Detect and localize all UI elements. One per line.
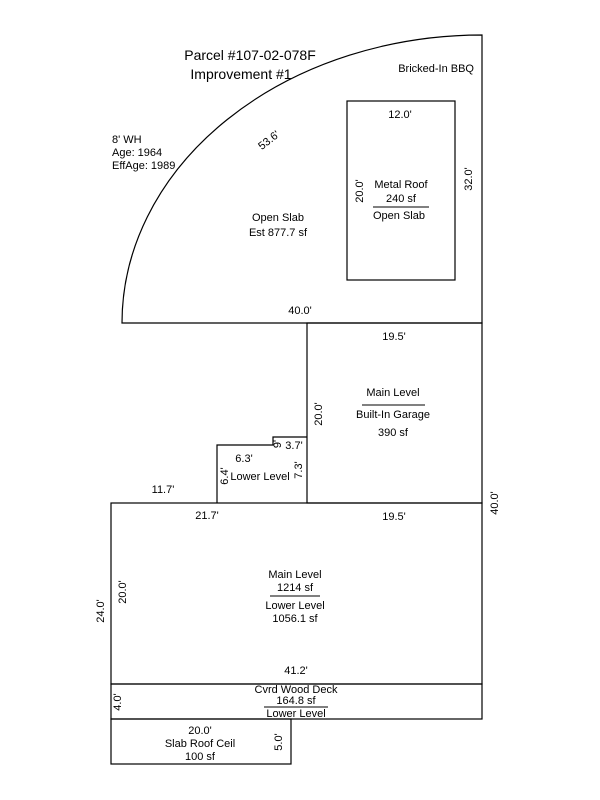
- metal-roof-width-dimension: 12.0': [388, 109, 412, 121]
- lower-box-label: Lower Level: [230, 471, 289, 483]
- deck-area: 164.8 sf: [276, 695, 316, 707]
- garage-left-dimension: 20.0': [313, 402, 325, 426]
- metal-roof-sub-label: Open Slab: [373, 210, 425, 222]
- deck-left-dimension: 4.0': [112, 693, 124, 710]
- main-top-left-dimension: 21.7': [195, 510, 219, 522]
- slab-roof-outline: [110, 718, 292, 765]
- garage-label: Built-In Garage: [356, 409, 430, 421]
- metal-roof-left-dimension: 20.0': [354, 179, 366, 203]
- main-top-right-dimension: 19.5': [382, 511, 406, 523]
- slab-area: 100 sf: [185, 751, 216, 763]
- parcel-title: Parcel #107-02-078F: [184, 47, 316, 63]
- deck-sub-label: Lower Level: [266, 708, 325, 720]
- slab-right-dimension: 5.0': [273, 733, 285, 750]
- main-outer-left-dimension: 24.0': [95, 599, 107, 623]
- main-right-dimension: 40.0': [489, 491, 501, 515]
- lower-box-step-dimension: 3.7': [285, 440, 302, 452]
- eff-age-label: EffAge: 1989: [112, 160, 175, 172]
- metal-roof-label: Metal Roof: [374, 179, 428, 191]
- open-slab-outline: [121, 34, 483, 324]
- bricked-in-bbq-label: Bricked-In BBQ: [398, 63, 474, 75]
- garage-top-dimension: 19.5': [382, 331, 406, 343]
- main-left-extension-dimension: 11.7': [152, 484, 175, 496]
- arc-dimension: 53.6': [256, 129, 282, 153]
- main-level-label: Main Level: [268, 569, 321, 581]
- metal-roof-outline: [346, 100, 456, 281]
- lower-box-top-dimension: 6.3': [235, 453, 252, 465]
- lower-box-step-dimension-small: 9': [272, 440, 284, 448]
- slab-top-dimension: 20.0': [188, 725, 212, 737]
- metal-roof-area: 240 sf: [386, 193, 417, 205]
- main-bottom-dimension: 41.2': [284, 665, 308, 677]
- improvement-title: Improvement #1: [190, 66, 291, 82]
- wall-height-label: 8' WH: [112, 134, 142, 146]
- open-slab-area: Est 877.7 sf: [249, 227, 308, 239]
- deck-label: Cvrd Wood Deck: [255, 684, 338, 696]
- open-slab-bottom-dimension: 40.0': [288, 305, 312, 317]
- metal-roof-right-dimension: 32.0': [463, 167, 475, 191]
- main-inner-left-dimension: 20.0': [117, 580, 129, 604]
- lower-level-box-outline: [216, 436, 307, 503]
- open-slab-label: Open Slab: [252, 212, 304, 224]
- slab-label: Slab Roof Ceil: [165, 738, 235, 750]
- garage-level-label: Main Level: [366, 387, 419, 399]
- lower-level-area: 1056.1 sf: [272, 613, 318, 625]
- lower-level-label: Lower Level: [265, 600, 324, 612]
- age-label: Age: 1964: [112, 147, 162, 159]
- deck-outline: [110, 683, 483, 720]
- lower-box-left-dimension: 6.4': [219, 467, 231, 484]
- main-level-area: 1214 sf: [277, 582, 314, 594]
- garage-area: 390 sf: [378, 427, 409, 439]
- lower-box-right-dimension: 7.3': [293, 461, 305, 478]
